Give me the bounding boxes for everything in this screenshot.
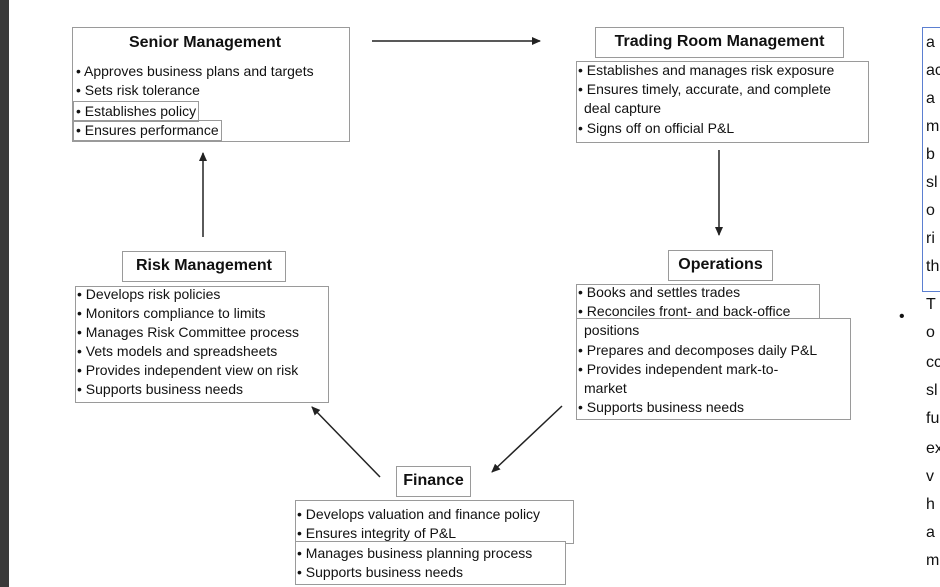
arrow-operations-to-finance [491,405,563,473]
finance-item-1: • Develops valuation and finance policy [297,506,541,522]
side-text-line-15: ex [926,440,940,457]
operations-list-box-2 [576,318,851,420]
risk-management-list-box [75,286,329,403]
operations-item-5: • Provides independent mark-to- [578,361,779,377]
trading-item-1: • Establishes and manages risk exposure [578,62,835,78]
trading-item-3: deal capture [584,100,662,116]
side-text-bullet: • [899,308,905,325]
risk-item-4: • Vets models and spreadsheets [77,343,278,359]
arrow-finance-to-risk [311,406,381,478]
trading-item-4: • Signs off on official P&L [578,120,735,136]
finance-title-box: Finance [396,466,471,497]
side-text-line-16: v [926,468,934,485]
side-text-line-13: sl [926,382,938,399]
finance-item-3: • Manages business planning process [297,545,533,561]
senior-item-3: • Establishes policy [73,101,200,122]
side-text-line-2: ac [926,62,940,79]
senior-item-2: • Sets risk tolerance [76,82,200,98]
finance-list-box-2 [295,541,566,585]
operations-item-2: • Reconciles front- and back-office [578,303,791,319]
senior-item-1: • Approves business plans and targets [76,63,314,79]
operations-list-box-1 [576,284,820,322]
operations-title-box: Operations [668,250,773,281]
side-text-line-19: m [926,552,940,569]
finance-item-4: • Supports business needs [297,564,464,580]
side-text-line-11: o [926,324,935,341]
side-text-line-9: th [926,258,940,275]
risk-item-6: • Supports business needs [77,381,244,397]
side-text-column: a ac a m b sl o ri th T o cc sl fu ex v … [922,27,940,587]
side-text-line-6: sl [926,174,938,191]
senior-management-title: Senior Management [128,34,282,51]
trading-room-list-box [576,61,869,143]
side-text-line-12: cc [926,354,940,371]
side-text-frame [922,27,940,292]
finance-list-box-1 [295,500,574,544]
finance-item-2: • Ensures integrity of P&L [297,525,456,541]
trading-room-title: Trading Room Management [614,33,825,50]
side-text-line-1: a [926,34,935,51]
operations-item-7: • Supports business needs [578,399,745,415]
risk-management-title-box: Risk Management [122,251,286,282]
side-text-line-3: a [926,90,935,107]
operations-item-4: • Prepares and decomposes daily P&L [578,342,818,358]
finance-title: Finance [403,472,464,489]
risk-item-3: • Manages Risk Committee process [77,324,299,340]
senior-item-4: • Ensures performance [73,120,222,141]
side-text-line-17: h [926,496,935,513]
operations-item-1: • Books and settles trades [578,284,741,300]
risk-item-1: • Develops risk policies [77,286,221,302]
risk-item-2: • Monitors compliance to limits [77,305,266,321]
risk-item-5: • Provides independent view on risk [77,362,299,378]
side-text-line-8: ri [926,230,935,247]
side-text-line-4: m [926,118,940,135]
senior-management-node: Senior Management [72,27,350,142]
operations-item-3: positions [584,322,640,338]
risk-management-title: Risk Management [135,257,273,274]
trading-item-2: • Ensures timely, accurate, and complete [578,81,831,97]
side-text-line-18: a [926,524,935,541]
operations-title: Operations [678,256,763,273]
operations-item-6: market [584,380,627,396]
window-left-edge [0,0,9,587]
side-text-line-7: o [926,202,935,219]
side-text-line-14: fu [926,410,940,427]
side-text-line-5: b [926,146,935,163]
trading-room-title-box: Trading Room Management [595,27,844,58]
side-text-line-10: T [926,296,936,313]
